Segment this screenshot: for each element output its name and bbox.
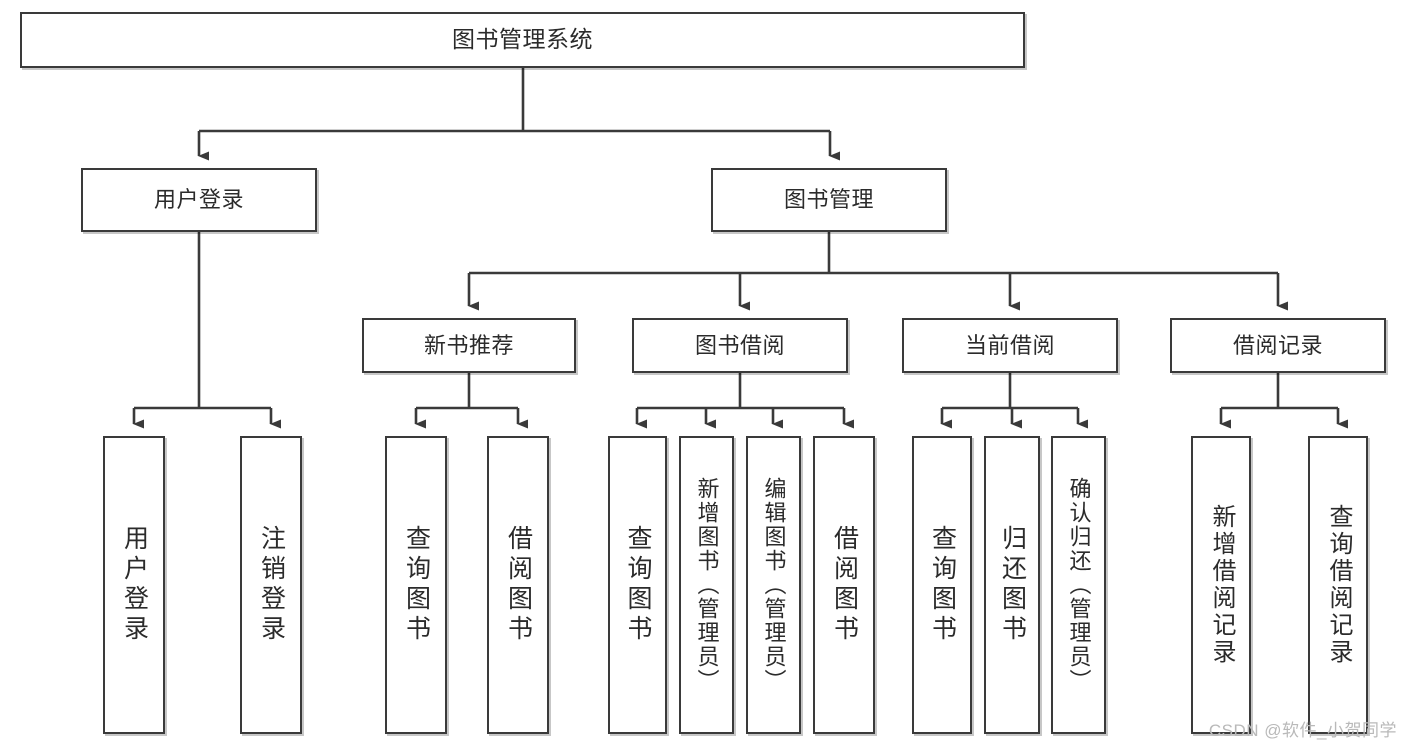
node-borrow-record[interactable]: 借阅记录 [1170, 318, 1386, 373]
node-user-login-label: 用户登录 [153, 187, 244, 213]
node-leaf-add-borrow-record-label: 新增借阅记录 [1208, 504, 1235, 666]
node-current-borrow[interactable]: 当前借阅 [902, 318, 1118, 373]
csdn-watermark: CSDN @软件_小贺同学 [1208, 721, 1397, 740]
node-leaf-borrow-book-2-label: 借阅图书 [830, 525, 859, 645]
node-leaf-add-book-admin-label: 新增图书（管理员） [694, 477, 720, 693]
node-leaf-edit-book-admin[interactable]: 编辑图书（管理员） [746, 436, 801, 734]
node-leaf-query-book-2[interactable]: 查询图书 [608, 436, 667, 734]
node-root[interactable]: 图书管理系统 [20, 12, 1025, 68]
node-leaf-add-book-admin[interactable]: 新增图书（管理员） [679, 436, 734, 734]
node-leaf-confirm-return-admin-label: 确认归还（管理员） [1066, 477, 1092, 693]
node-leaf-return-book[interactable]: 归还图书 [984, 436, 1040, 734]
node-current-borrow-label: 当前借阅 [964, 332, 1055, 358]
node-leaf-edit-book-admin-label: 编辑图书（管理员） [761, 477, 787, 693]
node-leaf-query-borrow-record-label: 查询借阅记录 [1325, 504, 1352, 666]
node-leaf-borrow-book-2[interactable]: 借阅图书 [813, 436, 875, 734]
node-leaf-query-book-3-label: 查询图书 [928, 525, 957, 645]
node-leaf-return-book-label: 归还图书 [998, 525, 1027, 645]
node-leaf-add-borrow-record[interactable]: 新增借阅记录 [1191, 436, 1251, 734]
node-book-manage[interactable]: 图书管理 [711, 168, 947, 232]
node-leaf-confirm-return-admin[interactable]: 确认归还（管理员） [1051, 436, 1106, 734]
node-leaf-query-book-1[interactable]: 查询图书 [385, 436, 447, 734]
node-borrow-record-label: 借阅记录 [1232, 332, 1323, 358]
node-leaf-query-borrow-record[interactable]: 查询借阅记录 [1308, 436, 1368, 734]
node-book-borrow-label: 图书借阅 [694, 332, 785, 358]
node-leaf-borrow-book-1[interactable]: 借阅图书 [487, 436, 549, 734]
node-root-label: 图书管理系统 [452, 26, 593, 53]
node-book-borrow[interactable]: 图书借阅 [632, 318, 848, 373]
node-user-login[interactable]: 用户登录 [81, 168, 317, 232]
node-leaf-user-login[interactable]: 用户登录 [103, 436, 165, 734]
node-leaf-borrow-book-1-label: 借阅图书 [504, 525, 533, 645]
node-leaf-query-book-2-label: 查询图书 [624, 525, 652, 645]
node-new-book-recommend-label: 新书推荐 [423, 332, 514, 358]
node-leaf-logout-login[interactable]: 注销登录 [240, 436, 302, 734]
node-book-manage-label: 图书管理 [783, 187, 874, 213]
node-leaf-query-book-1-label: 查询图书 [402, 525, 431, 645]
node-leaf-user-login-label: 用户登录 [120, 525, 149, 645]
node-leaf-query-book-3[interactable]: 查询图书 [912, 436, 972, 734]
node-leaf-logout-login-label: 注销登录 [257, 525, 286, 645]
node-new-book-recommend[interactable]: 新书推荐 [362, 318, 576, 373]
